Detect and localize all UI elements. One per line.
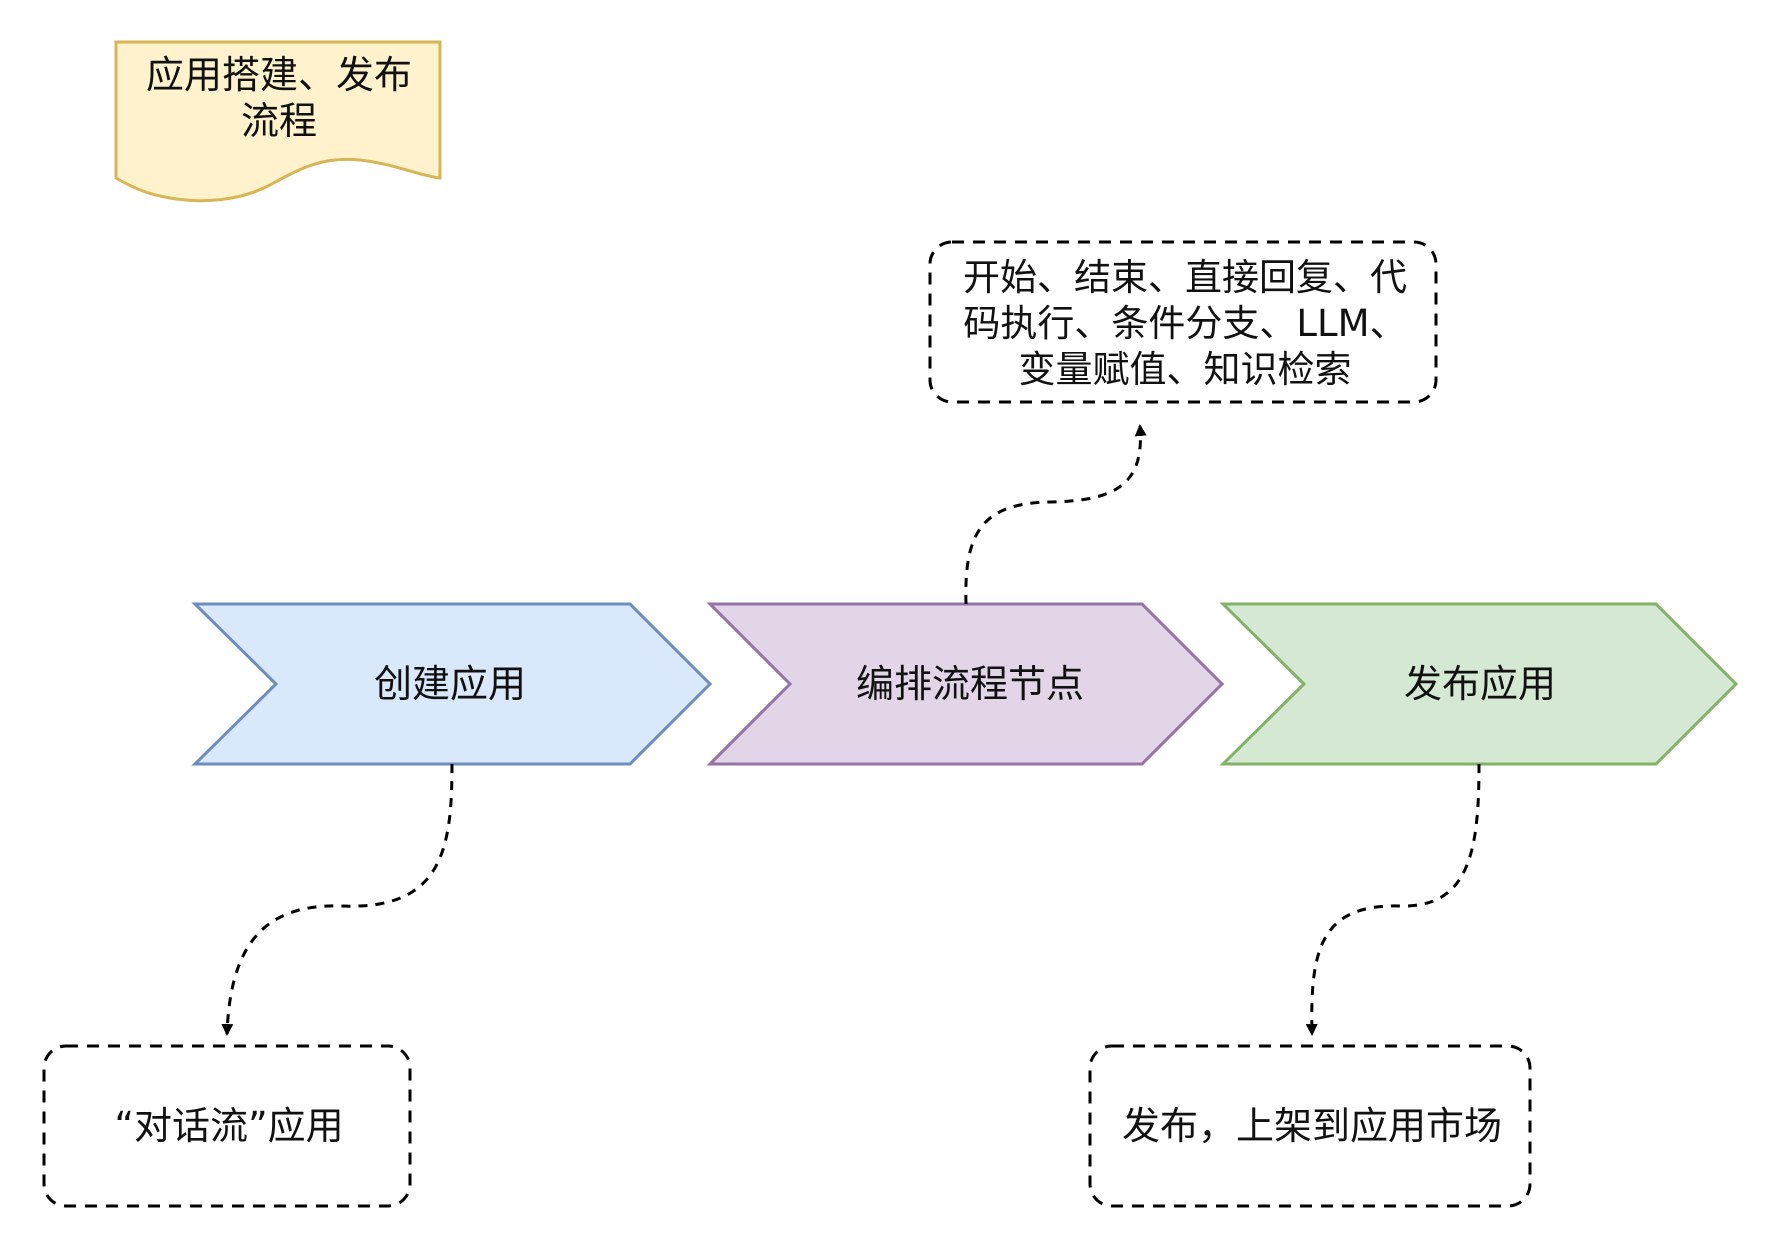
title-note-shape [114, 40, 442, 203]
create-result-text: “对话流”应用 [114, 1103, 344, 1148]
orchestrate-to-node-types-connector [964, 424, 1147, 605]
publish-to-result-connector [1305, 763, 1481, 1036]
node-types-text: 开始、结束、直接回复、代 码执行、条件分支、LLM、 变量赋值、知识检索 [963, 255, 1407, 392]
title-note-text: 应用搭建、发布 流程 [145, 52, 412, 143]
create-app-step-label: 创建应用 [373, 661, 526, 706]
publish-app-step-shape [1219, 602, 1739, 766]
orchestrate-nodes-step-shape [706, 602, 1225, 766]
orchestrate-nodes-step-label: 编排流程节点 [855, 661, 1084, 706]
publish-app-step-label: 发布应用 [1403, 661, 1556, 706]
publish-result-text: 发布，上架到应用市场 [1121, 1103, 1502, 1148]
create-result-box [42, 1044, 412, 1208]
publish-result-box [1088, 1044, 1532, 1208]
create-app-step-shape [191, 602, 713, 766]
node-types-box [928, 240, 1438, 404]
create-to-result-connector [221, 763, 454, 1036]
